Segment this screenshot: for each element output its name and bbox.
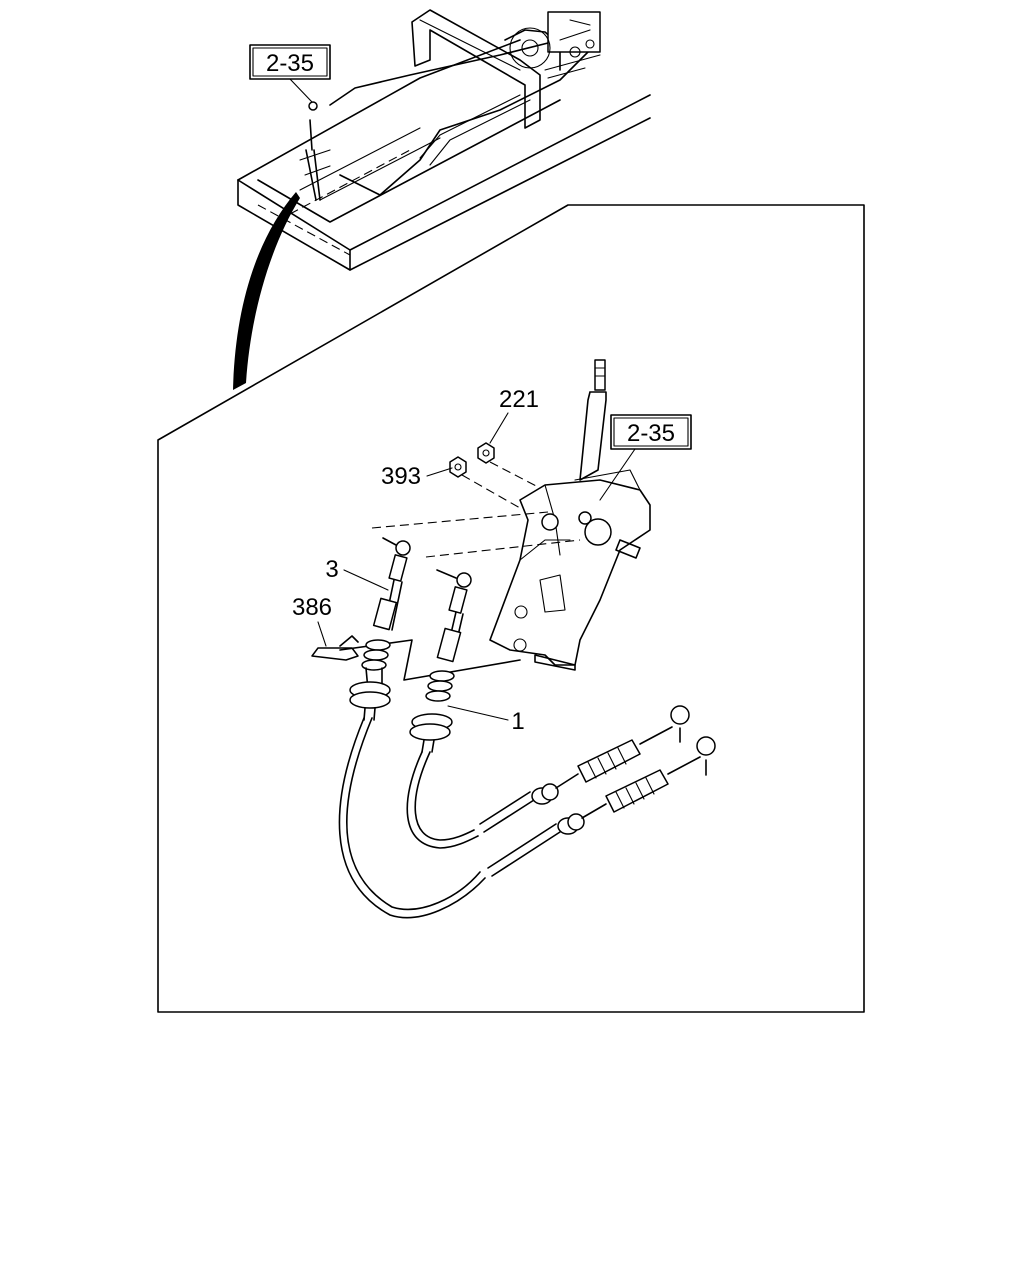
alignment-line-221 xyxy=(489,461,541,489)
callout-3[interactable]: 3 xyxy=(325,556,389,591)
callout-393-label: 393 xyxy=(381,463,421,490)
callout-393[interactable]: 393 xyxy=(381,463,453,490)
callout-386[interactable]: 386 xyxy=(292,594,332,647)
callout-1[interactable]: 1 xyxy=(447,705,525,735)
callout-ref-detail[interactable]: 2-35 xyxy=(599,414,692,501)
callout-1-label: 1 xyxy=(511,708,524,735)
cable-3 xyxy=(338,537,716,919)
callout-ref-top[interactable]: 2-35 xyxy=(249,44,331,103)
cable-1 xyxy=(406,569,690,849)
callout-ref-detail-label: 2-35 xyxy=(627,420,675,447)
shift-housing xyxy=(489,469,651,671)
callout-3-label: 3 xyxy=(325,556,338,583)
callout-221-label: 221 xyxy=(499,386,539,413)
shift-lever xyxy=(579,359,607,481)
nut-221 xyxy=(477,442,495,464)
callout-386-label: 386 xyxy=(292,594,332,621)
nut-393 xyxy=(449,456,467,478)
alignment-line-393 xyxy=(461,474,521,509)
clip-386 xyxy=(311,635,359,661)
detail-connector-arrow xyxy=(233,192,300,390)
vehicle-frame-overview xyxy=(237,9,651,271)
shifter-assembly-overview xyxy=(509,11,601,79)
detail-view-border xyxy=(157,204,865,1013)
callout-ref-top-label: 2-35 xyxy=(266,50,314,77)
callout-221[interactable]: 221 xyxy=(489,386,539,444)
